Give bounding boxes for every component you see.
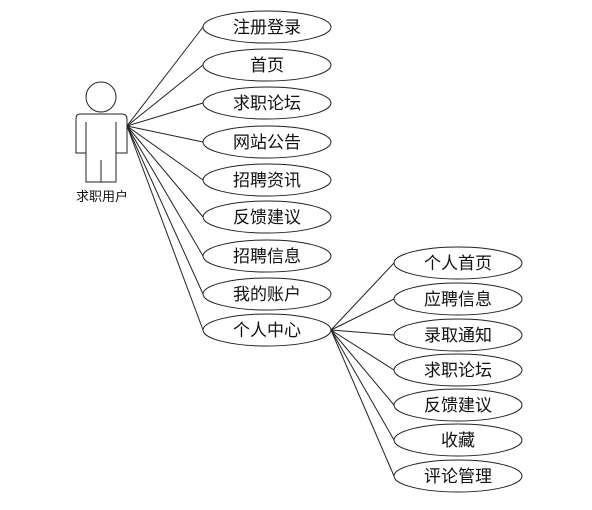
use-case-label: 录取通知: [424, 326, 492, 346]
use-case-recruit-info: 招聘信息: [203, 240, 331, 272]
sub-association-line: [331, 299, 394, 330]
sub-use-case-admission-notice: 录取通知: [394, 319, 522, 351]
sub-use-case-comment-manage: 评论管理: [394, 460, 522, 492]
use-case-my-account: 我的账户: [203, 278, 331, 310]
use-case-home: 首页: [203, 49, 331, 81]
use-case-recruit-news: 招聘资讯: [203, 164, 331, 196]
person-icon: [76, 82, 127, 182]
use-case-label: 招聘资讯: [233, 171, 301, 191]
use-case-label: 应聘信息: [424, 290, 492, 310]
sub-use-case-feedback: 反馈建议: [394, 389, 522, 421]
actor-association-line: [127, 27, 203, 126]
use-case-label: 收藏: [441, 431, 475, 451]
actor-association-line: [127, 103, 203, 126]
use-case-label: 首页: [250, 56, 284, 76]
actor-label: 求职用户: [76, 189, 128, 205]
use-case-label: 我的账户: [233, 285, 301, 305]
sub-use-case-application-info: 应聘信息: [394, 283, 522, 315]
actor: 求职用户: [76, 82, 128, 205]
use-case-register-login: 注册登录: [203, 11, 331, 43]
use-case-personal-center: 个人中心: [203, 314, 331, 346]
sub-use-case-personal-home: 个人首页: [394, 247, 522, 279]
actor-association-line: [127, 126, 203, 294]
use-case-label: 个人首页: [424, 254, 492, 274]
use-case-feedback: 反馈建议: [203, 201, 331, 233]
use-case-label: 反馈建议: [424, 396, 492, 416]
actor-association-line: [127, 65, 203, 126]
use-case-site-notice: 网站公告: [203, 126, 331, 158]
use-case-label: 网站公告: [233, 133, 301, 153]
use-case-label: 求职论坛: [424, 361, 492, 381]
use-case-label: 个人中心: [233, 321, 301, 341]
actor-association-line: [127, 126, 203, 256]
use-case-label: 求职论坛: [233, 94, 301, 114]
use-case-label: 反馈建议: [233, 208, 301, 228]
sub-association-line: [331, 330, 394, 335]
sub-association-line: [331, 330, 394, 405]
use-case-label: 注册登录: [233, 18, 301, 38]
sub-association-line: [331, 330, 394, 440]
use-case-job-forum: 求职论坛: [203, 87, 331, 119]
use-case-label: 评论管理: [424, 467, 492, 487]
sub-use-case-job-forum: 求职论坛: [394, 354, 522, 386]
use-case-label: 招聘信息: [233, 247, 301, 267]
sub-association-line: [331, 263, 394, 330]
sub-association-line: [331, 330, 394, 476]
actor-association-line: [127, 126, 203, 330]
sub-association-line: [331, 330, 394, 370]
sub-use-case-favorites: 收藏: [394, 424, 522, 456]
